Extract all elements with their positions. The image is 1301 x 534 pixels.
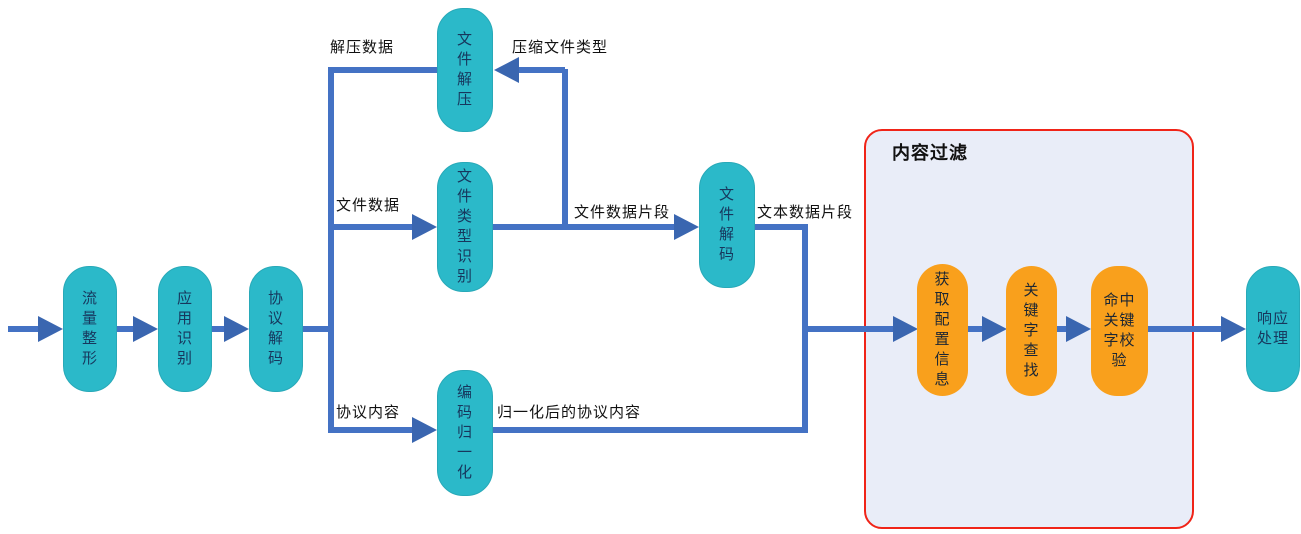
flow-arrowhead-icon	[1221, 316, 1246, 342]
flow-arrowhead-icon	[1066, 316, 1091, 342]
flow-connector	[328, 67, 334, 433]
node-label: 响应 处理	[1256, 311, 1289, 347]
edge-label-decompressed-data: 解压数据	[330, 40, 395, 56]
flow-arrowhead-icon	[224, 316, 249, 342]
flow-connector	[302, 326, 332, 332]
edge-label-text-data-fragment: 文本数据片段	[757, 205, 854, 221]
node-label: 编 码 归 一 化	[456, 385, 473, 481]
node-response-handling: 响应 处理	[1246, 266, 1300, 392]
flow-connector	[755, 224, 805, 230]
flow-arrowhead-icon	[982, 316, 1007, 342]
flow-arrowhead-icon	[893, 316, 918, 342]
node-label: 流 量 整 形	[81, 291, 98, 367]
node-hit-keyword-verify: 命中 关键 字校 验	[1091, 266, 1148, 396]
node-label: 命中 关键 字校 验	[1103, 293, 1136, 369]
node-app-identification: 应 用 识 别	[158, 266, 212, 392]
node-label: 应 用 识 别	[176, 291, 193, 367]
node-protocol-decode: 协 议 解 码	[249, 266, 303, 392]
flow-arrowhead-icon	[674, 214, 699, 240]
node-file-decompress: 文 件 解 压	[437, 8, 493, 132]
flow-connector	[1057, 326, 1071, 332]
flow-connector	[517, 67, 565, 73]
node-label: 文 件 解 码	[718, 187, 735, 263]
flow-connector	[330, 67, 437, 73]
flow-connector	[802, 224, 808, 433]
edge-label-file-data: 文件数据	[336, 198, 401, 214]
edge-label-normalized-protocol-content: 归一化后的协议内容	[497, 405, 642, 421]
node-keyword-search: 关 键 字 查 找	[1006, 266, 1057, 396]
edge-label-compressed-file-type: 压缩文件类型	[512, 40, 609, 56]
node-file-type-identify: 文 件 类 型 识 别	[437, 162, 493, 292]
node-traffic-shaping: 流 量 整 形	[63, 266, 117, 392]
edge-label-protocol-content: 协议内容	[336, 405, 401, 421]
flow-connector	[493, 427, 805, 433]
flow-connector	[492, 224, 676, 230]
node-get-config-info: 获 取 配 置 信 息	[917, 264, 968, 396]
flow-arrowhead-icon	[412, 417, 437, 443]
node-encoding-normalize: 编 码 归 一 化	[437, 370, 493, 496]
flow-connector	[806, 326, 895, 332]
flow-arrowhead-icon	[133, 316, 158, 342]
flow-connector	[1148, 326, 1223, 332]
node-file-decode: 文 件 解 码	[699, 162, 755, 288]
edge-label-file-data-fragment: 文件数据片段	[574, 205, 671, 221]
content-filter-title: 内容过滤	[892, 143, 968, 163]
flow-connector	[330, 224, 414, 230]
flow-connector	[562, 69, 568, 227]
node-label: 关 键 字 查 找	[1023, 283, 1040, 379]
flow-arrowhead-left-icon	[494, 57, 519, 83]
flow-connector	[212, 326, 228, 332]
flow-connector	[117, 326, 136, 332]
node-label: 获 取 配 置 信 息	[934, 272, 951, 388]
node-label: 文 件 解 压	[456, 32, 473, 108]
flow-connector	[8, 326, 38, 332]
flow-arrowhead-icon	[412, 214, 437, 240]
node-label: 文 件 类 型 识 别	[456, 169, 473, 285]
flow-arrowhead-icon	[38, 316, 63, 342]
flow-connector	[968, 326, 985, 332]
node-label: 协 议 解 码	[267, 291, 284, 367]
flow-connector	[330, 427, 414, 433]
